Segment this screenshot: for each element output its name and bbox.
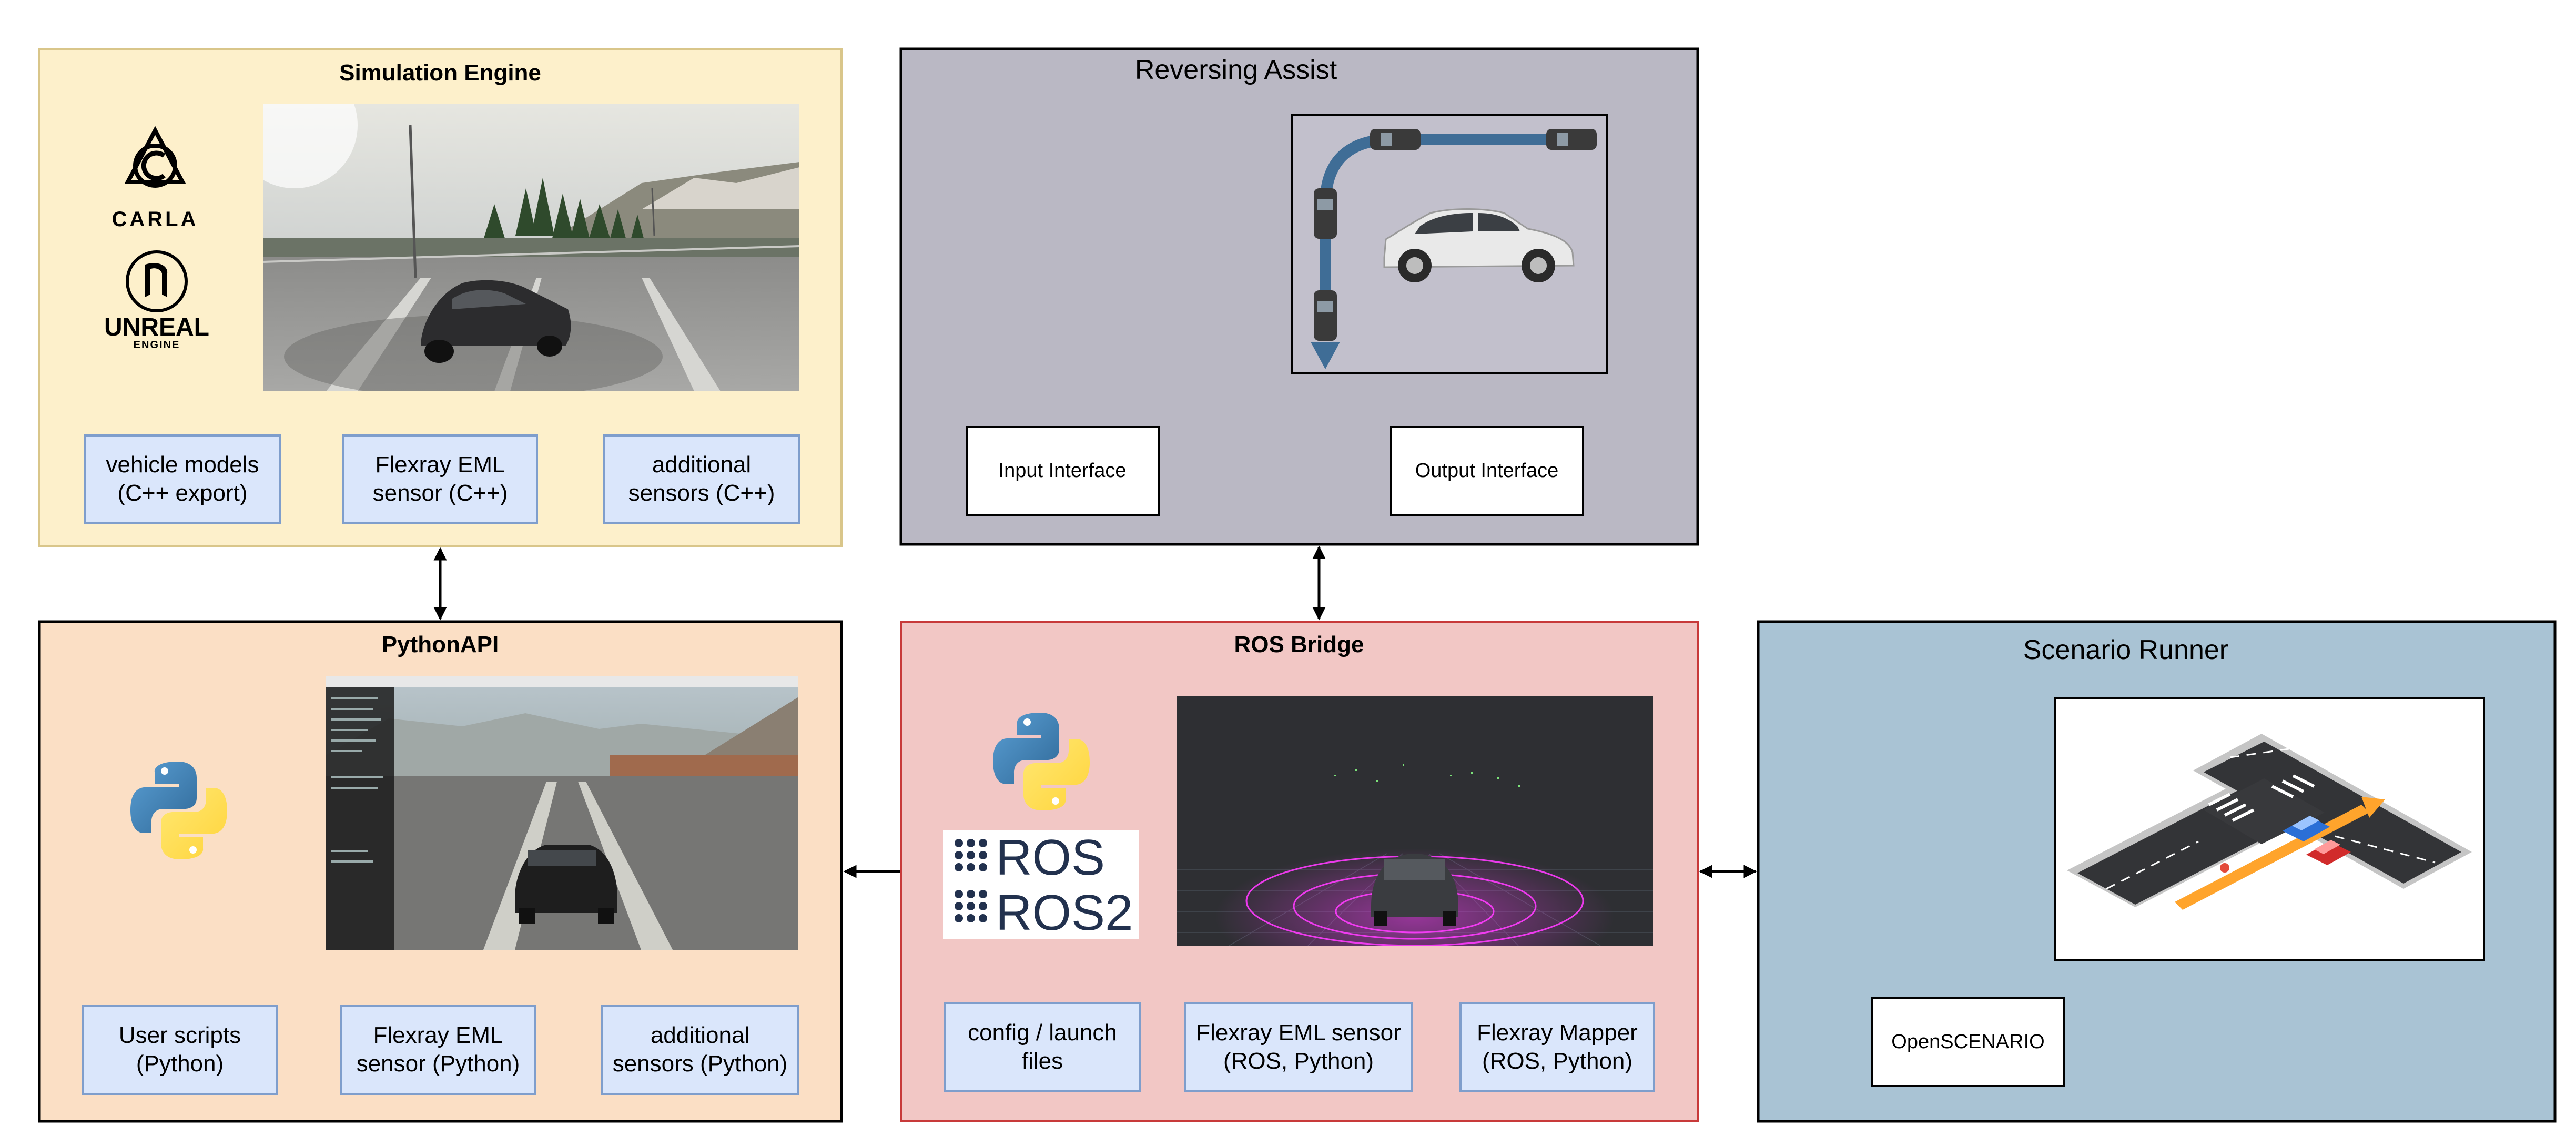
scenario-car-red — [2306, 840, 2351, 865]
lidar-pointcloud-image — [1177, 696, 1653, 946]
component-vehicle-models-line2: (C++ export) — [118, 480, 248, 506]
component-user-scripts-line2: (Python) — [136, 1051, 224, 1077]
carla-driving-scene-image — [263, 104, 799, 391]
python-client-window-image — [326, 676, 798, 950]
connectors — [433, 545, 1757, 878]
carla-logo-icon: CARLA — [112, 126, 199, 231]
component-flexray-eml-sensor-ros: Flexray EML sensor (ROS, Python) — [1184, 1002, 1413, 1092]
input-interface: Input Interface — [966, 426, 1160, 516]
output-interface-label: Output Interface — [1415, 460, 1559, 482]
openscenario-interface: OpenSCENARIO — [1871, 997, 2065, 1087]
suv-illustration — [1383, 208, 1575, 282]
component-additional-sensors-python-line2: sensors (Python) — [613, 1051, 788, 1077]
component-additional-sensors-cpp-line2: sensors (C++) — [628, 480, 775, 506]
ros2-logo-text: ROS2 — [996, 885, 1133, 941]
component-flexray-eml-cpp-line2: sensor (C++) — [373, 480, 508, 506]
component-flexray-eml-cpp-line1: Flexray EML — [376, 452, 505, 478]
carla-logo-text: CARLA — [112, 208, 199, 231]
ros-logo-icon: ROS ROS2 — [943, 829, 1139, 941]
component-flexray-eml-sensor-cpp: Flexray EML sensor (C++) — [342, 434, 538, 524]
component-additional-sensors-python: additional sensors (Python) — [601, 1005, 799, 1095]
ros-logo-text: ROS — [996, 829, 1105, 886]
python-logo-icon — [993, 713, 1090, 810]
component-flexray-mapper-line2: (ROS, Python) — [1482, 1048, 1632, 1074]
input-interface-label: Input Interface — [999, 460, 1127, 482]
component-additional-sensors-cpp-line1: additional — [652, 452, 751, 478]
simulation-engine-box: Simulation Engine CARLA UNREAL ENGINE — [38, 48, 843, 547]
component-flexray-eml-ros-line1: Flexray EML sensor — [1196, 1020, 1401, 1046]
python-api-box: PythonAPI — [38, 620, 843, 1123]
component-config-launch-files: config / launch files — [944, 1002, 1141, 1092]
intersection-scenario-image — [2054, 697, 2485, 961]
component-user-scripts: User scripts (Python) — [82, 1005, 278, 1095]
component-config-launch-line1: config / launch — [968, 1020, 1117, 1046]
reversing-assist-box: Reversing Assist — [899, 47, 1699, 546]
scenario-runner-box: Scenario Runner — [1757, 620, 2557, 1123]
ros-bridge-title: ROS Bridge — [1234, 632, 1364, 657]
scenario-car-blue — [2283, 816, 2330, 841]
component-flexray-mapper: Flexray Mapper (ROS, Python) — [1459, 1002, 1655, 1092]
component-vehicle-models-line1: vehicle models — [106, 452, 259, 478]
python-api-title: PythonAPI — [382, 632, 499, 657]
unreal-logo-text-1: UNREAL — [104, 313, 209, 341]
reversing-assist-title: Reversing Assist — [1135, 55, 1337, 85]
ros-bridge-box: ROS Bridge ROS ROS2 — [900, 621, 1699, 1122]
component-flexray-eml-ros-line2: (ROS, Python) — [1223, 1048, 1374, 1074]
component-additional-sensors-cpp: additional sensors (C++) — [603, 434, 800, 524]
scenario-runner-title: Scenario Runner — [2023, 635, 2228, 665]
component-flexray-eml-sensor-python: Flexray EML sensor (Python) — [340, 1005, 536, 1095]
component-flexray-mapper-line1: Flexray Mapper — [1477, 1020, 1638, 1046]
component-user-scripts-line1: User scripts — [119, 1022, 241, 1048]
simulation-engine-title: Simulation Engine — [339, 60, 541, 86]
python-logo-icon — [130, 762, 227, 859]
component-flexray-eml-python-line2: sensor (Python) — [357, 1051, 520, 1077]
component-vehicle-models: vehicle models (C++ export) — [84, 434, 281, 524]
unreal-logo-text-2: ENGINE — [134, 339, 180, 351]
reversing-path-image — [1291, 114, 1608, 374]
unreal-logo-icon: UNREAL ENGINE — [104, 250, 209, 351]
component-config-launch-line2: files — [1022, 1048, 1063, 1074]
component-flexray-eml-python-line1: Flexray EML — [373, 1022, 503, 1048]
component-additional-sensors-python-line1: additional — [651, 1022, 749, 1048]
openscenario-label: OpenSCENARIO — [1891, 1031, 2044, 1053]
output-interface: Output Interface — [1390, 426, 1584, 516]
